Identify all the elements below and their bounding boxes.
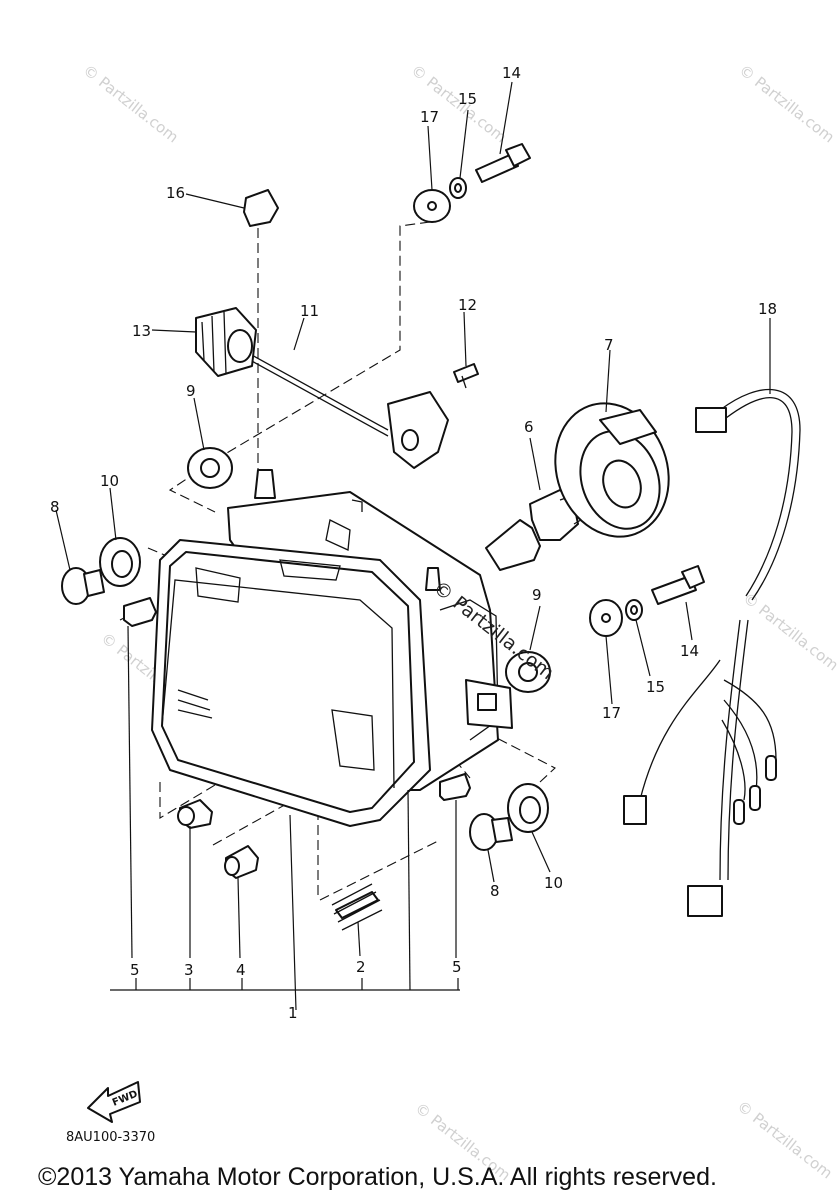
watermark-1: © Partzilla.com — [80, 61, 182, 146]
spring-part-2 — [331, 883, 383, 931]
callout-12: 12 — [458, 296, 477, 314]
washer-part-17-top — [413, 189, 451, 223]
collar-part-10-left — [99, 537, 141, 587]
grommet-part-3 — [177, 799, 213, 829]
forward-arrow-icon: FWD — [87, 1081, 141, 1123]
clip-part-5-left — [123, 597, 157, 627]
watermark-3: © Partzilla.com — [736, 61, 837, 146]
callout-1: 1 — [288, 1004, 298, 1022]
callout-6: 6 — [524, 418, 534, 436]
callout-2: 2 — [356, 958, 366, 976]
headlight-unit — [151, 469, 513, 827]
callout-14-right: 14 — [680, 642, 699, 660]
bolt-part-14-top — [475, 143, 531, 183]
callout-14-top: 14 — [502, 64, 521, 82]
callout-9-right: 9 — [532, 586, 542, 604]
diagram-code: 8AU100-3370 — [66, 1130, 156, 1145]
grommet-part-9-top — [187, 447, 233, 489]
screw-part-12 — [453, 363, 479, 389]
clip-part-5-right — [439, 773, 471, 801]
nut-part-4 — [224, 845, 259, 879]
collar-part-10-right — [507, 783, 549, 833]
callout-8-right: 8 — [490, 882, 500, 900]
callout-3: 3 — [184, 961, 194, 979]
callout-15-right: 15 — [646, 678, 665, 696]
cap-part-16 — [243, 189, 279, 227]
adjuster-rod-part-11 — [249, 353, 449, 469]
callout-17-right: 17 — [602, 704, 621, 722]
callout-10-right: 10 — [544, 874, 563, 892]
callout-5-left: 5 — [130, 961, 140, 979]
callout-10-left: 10 — [100, 472, 119, 490]
bolt-part-14-right — [651, 565, 705, 605]
adjuster-part-8-left — [61, 567, 105, 605]
watermark-7: © Partzilla.com — [734, 1097, 836, 1182]
watermark-5: © Partzilla.com — [740, 589, 837, 674]
adjuster-part-8-right — [469, 813, 513, 851]
callout-18: 18 — [758, 300, 777, 318]
leader-lines — [55, 81, 771, 1011]
washer-part-15-top — [449, 177, 467, 199]
socket-cover-part-7 — [554, 402, 670, 538]
callout-17-top: 17 — [420, 108, 439, 126]
callout-16: 16 — [166, 184, 185, 202]
callout-4: 4 — [236, 961, 246, 979]
copyright-notice: ©2013 Yamaha Motor Corporation, U.S.A. A… — [38, 1163, 717, 1191]
callout-7: 7 — [604, 336, 614, 354]
washer-part-17-right — [589, 599, 623, 637]
callout-8-left: 8 — [50, 498, 60, 516]
grommet-part-9-right — [505, 651, 551, 693]
washer-part-15-right — [625, 599, 643, 621]
wire-harness-part-18 — [623, 388, 801, 917]
callout-11: 11 — [300, 302, 319, 320]
callout-15-top: 15 — [458, 90, 477, 108]
callout-13: 13 — [132, 322, 151, 340]
knob-part-13 — [195, 307, 257, 377]
callout-labels: 1 2 3 4 5 5 6 7 8 8 9 9 10 10 11 12 13 1… — [50, 64, 777, 1022]
callout-5-right: 5 — [452, 958, 462, 976]
callout-9-top: 9 — [186, 382, 196, 400]
